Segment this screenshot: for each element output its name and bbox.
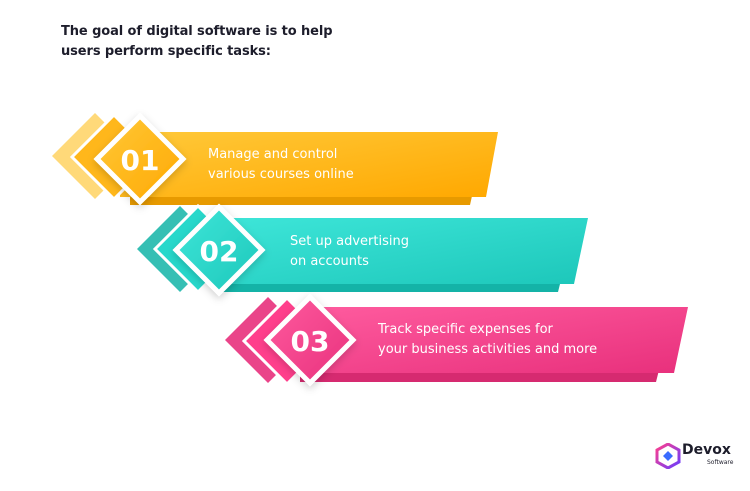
devox-logo: Devox Software [655,442,745,472]
devox-logo-name: Devox [682,442,731,458]
step-1: 01 [52,112,498,206]
step-3-text: Track specific expenses for your busines… [378,320,597,360]
step-1-band [120,132,498,197]
step-3-diamond [263,293,357,387]
step-2-number: 02 [200,235,239,268]
step-3-band [290,307,688,373]
step-1-number: 01 [121,144,160,177]
step-3-text-line-1: Track specific expenses for [378,322,553,337]
devox-logo-sub: Software [707,459,734,466]
page-title-line-2: users perform specific tasks: [61,44,271,59]
step-2-text-line-2: on accounts [290,254,369,269]
step-1-text-line-2: various courses online [208,167,354,182]
devox-logo-icon [655,443,681,469]
step-1-diamond [93,112,187,206]
step-3: 03 [225,293,688,387]
step-2-diamond [172,203,266,297]
step-1-text-line-1: Manage and control [208,147,338,162]
page-title-line-1: The goal of digital software is to help [61,24,333,39]
step-2-text-line-1: Set up advertising [290,234,409,249]
step-3-number: 03 [291,325,330,358]
step-3-text-line-2: your business activities and more [378,342,598,357]
step-2-band [210,218,588,284]
step-2: 02 [137,203,588,297]
step-1-text: Manage and control various courses onlin… [208,145,354,185]
step-2-text: Set up advertising on accounts [290,232,409,272]
page-title: The goal of digital software is to help … [61,22,361,62]
